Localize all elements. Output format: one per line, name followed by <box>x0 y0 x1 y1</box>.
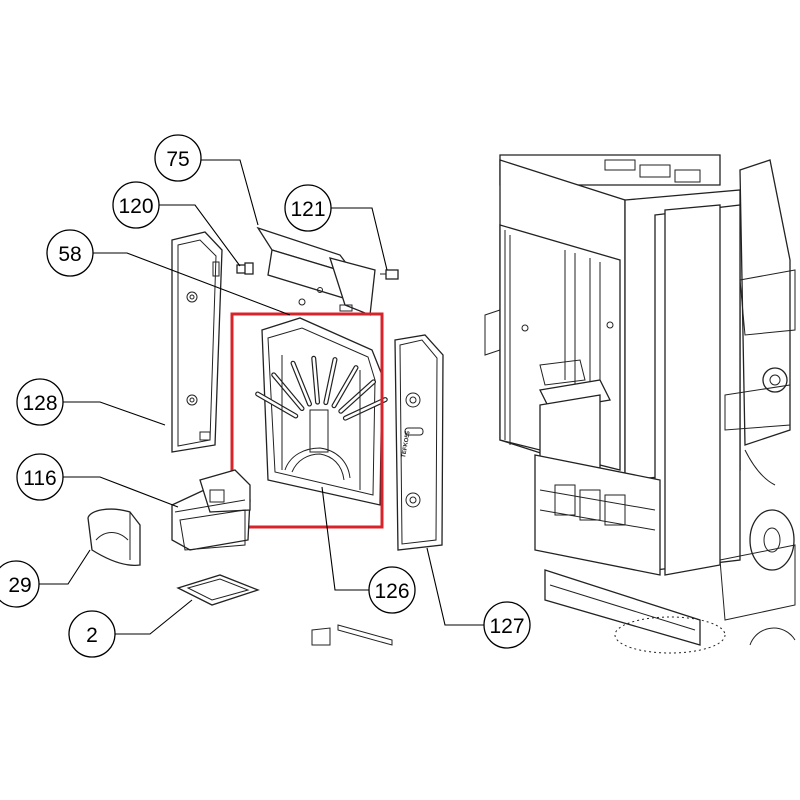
callout-121: 121 <box>284 184 332 232</box>
highlight-box <box>230 312 384 529</box>
part-121-bolt <box>380 269 399 280</box>
callout-2-label: 2 <box>86 624 98 647</box>
callout-120: 120 <box>112 181 160 229</box>
plate-rib-inner <box>344 398 387 420</box>
part-128-left-panel <box>171 231 223 453</box>
plate-rib-inner <box>332 366 358 408</box>
callout-75: 75 <box>154 134 202 182</box>
leader-lines <box>38 159 484 635</box>
stove-body-assembly <box>484 154 796 654</box>
plate-rib-inner <box>272 373 304 410</box>
callout-116: 116 <box>16 453 64 501</box>
plate-rib-inner <box>256 392 298 418</box>
callout-29-label: 29 <box>8 574 31 597</box>
callout-121-label: 121 <box>290 198 325 221</box>
part-116-burner-block <box>171 469 251 551</box>
bottom-partial-parts <box>311 624 393 646</box>
callout-58: 58 <box>46 229 94 277</box>
panel-127-stamp: TEFKO55 <box>401 430 412 458</box>
callout-116-label: 116 <box>23 467 56 490</box>
part-29-cover <box>87 508 141 566</box>
part-127-right-panel: TEFKO55 <box>394 334 444 551</box>
plate-rib-inner <box>324 358 337 404</box>
callout-126: 126 <box>368 566 416 614</box>
callout-120-label: 120 <box>118 195 153 218</box>
callout-58-label: 58 <box>58 243 81 266</box>
callout-126-label: 126 <box>374 580 409 603</box>
callout-127-label: 127 <box>489 615 524 638</box>
callout-29: 29 <box>0 560 40 608</box>
callout-127: 127 <box>483 601 531 649</box>
part-120-bolt <box>236 262 254 275</box>
part-75-deflector <box>256 226 376 316</box>
callout-128-label: 128 <box>22 392 57 415</box>
plate-rib-inner <box>291 361 311 406</box>
part-2-gasket <box>176 574 260 606</box>
plate-rib-inner <box>312 356 319 404</box>
callout-128: 128 <box>16 378 64 426</box>
callout-2: 2 <box>68 610 116 658</box>
plate-rib-inner <box>339 380 375 413</box>
part-126-back-plate <box>255 317 388 506</box>
callout-75-label: 75 <box>166 148 189 171</box>
